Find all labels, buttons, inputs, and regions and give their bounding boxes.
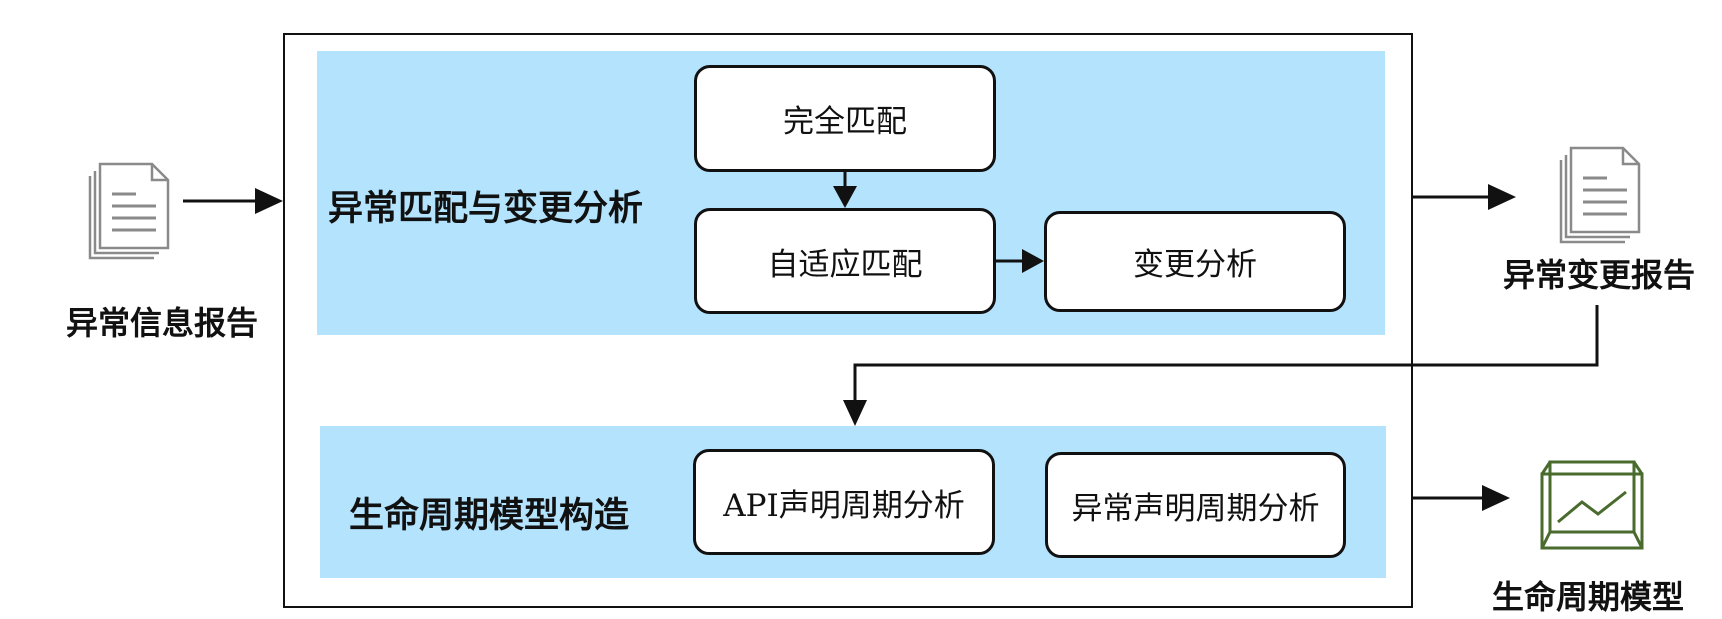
- change-analysis-box: 变更分析: [1044, 211, 1346, 312]
- exception-lifecycle-box: 异常声明周期分析: [1045, 452, 1346, 558]
- model-arrowhead: [1482, 485, 1510, 511]
- report-label: 异常变更报告: [1502, 256, 1695, 294]
- matching-panel-title: 异常匹配与变更分析: [328, 189, 644, 229]
- input-document-icon: [84, 158, 174, 262]
- input-label: 异常信息报告: [65, 304, 258, 342]
- report-document-icon: [1555, 142, 1645, 246]
- lifecycle-panel-title: 生命周期模型构造: [349, 496, 630, 536]
- report-to-lifecycle-connector: [853, 305, 1599, 404]
- report-arrowhead: [1488, 184, 1516, 210]
- adaptive-to-change-arrowhead: [1022, 249, 1044, 273]
- api-lifecycle-box: API声明周期分析: [693, 449, 995, 555]
- adaptive-match-box: 自适应匹配: [694, 208, 996, 314]
- exact-match-box: 完全匹配: [694, 65, 996, 172]
- exact-to-adaptive-arrowhead: [833, 186, 857, 208]
- model-label: 生命周期模型: [1491, 578, 1684, 616]
- input-arrowhead: [255, 188, 283, 214]
- report-to-lifecycle-arrowhead: [843, 400, 867, 426]
- model-chart-icon: [1538, 458, 1646, 552]
- process-container: [283, 33, 1413, 608]
